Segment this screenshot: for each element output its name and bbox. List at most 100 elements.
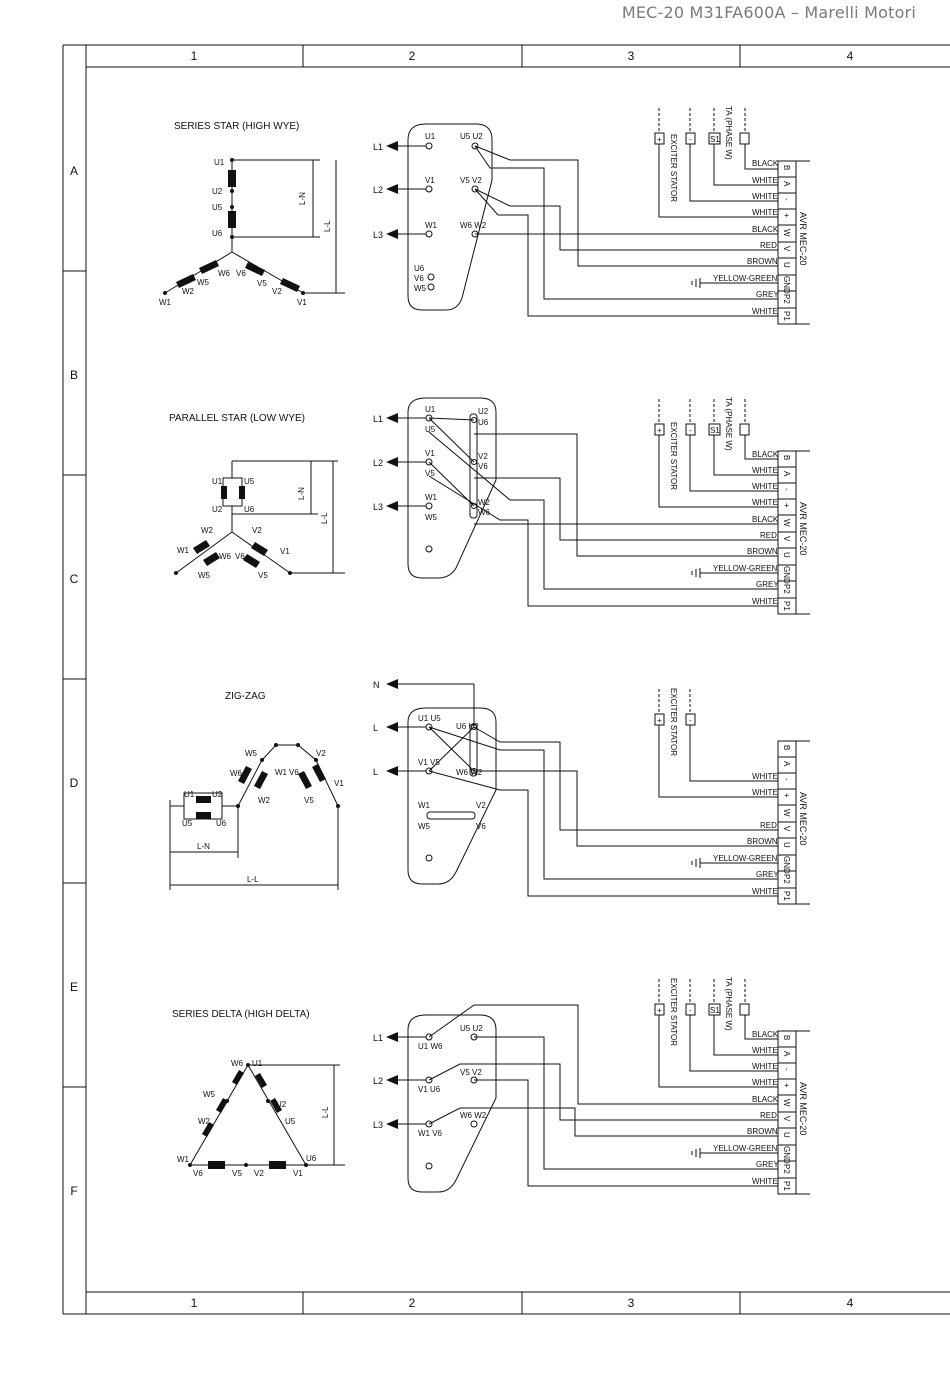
title-series-delta: SERIES DELTA (HIGH DELTA) [172,1009,310,1020]
zz-wire-yg: YELLOW-GREEN [713,854,778,863]
ss-box-l3: L3 [373,230,383,240]
sd-wire-yg: YELLOW-GREEN [713,1144,778,1153]
series-star-schematic [163,158,345,295]
ps-box-v2: V2 [478,452,488,461]
ps-wire-black1: BLACK [752,450,779,459]
row-label-c: C [70,572,79,586]
sd-wire-black1: BLACK [752,1030,779,1039]
zz-v2: V2 [316,749,326,758]
zz-box-w5: W5 [418,822,431,831]
sd-wire-grey: GREY [756,1160,779,1169]
ps-u2: U2 [212,505,223,514]
ps-v5: V5 [258,571,268,580]
sd-wire-red: RED [760,1111,777,1120]
terminal-box-series-delta [386,1014,497,1193]
zz-v6: V6 [289,768,299,777]
ps-s1: S1 [710,426,720,435]
ss-exciter-label: EXCITER STATOR [669,134,678,202]
ss-wire-black1: BLACK [752,159,779,168]
ps-wire-red: RED [760,531,777,540]
sd-wire-black2: BLACK [752,1095,779,1104]
sd-box-v1u6: V1 U6 [418,1085,441,1094]
sd-pin-p1: P1 [782,1181,791,1191]
ss-wire-grey: GREY [756,290,779,299]
sd-pin-gnd: GND [782,1146,791,1164]
sd-box-l2: L2 [373,1076,383,1086]
ss-wire-white2: WHITE [752,192,778,201]
col-label-3-bottom: 3 [628,1296,635,1310]
ps-wire-white2: WHITE [752,482,778,491]
sd-v5: V5 [232,1169,242,1178]
ps-v1: V1 [280,547,290,556]
ss-v5: V5 [257,279,267,288]
terminal-box-series-star [386,123,493,311]
sd-box-l1: L1 [373,1033,383,1043]
sd-wire-white1: WHITE [752,1046,778,1055]
zz-box-u6u2: U6 U2 [456,722,479,731]
ss-v6: V6 [236,269,246,278]
row-label-d: D [70,776,79,790]
sd-dim-ll: L-L [321,1106,330,1118]
zz-pin-gnd: GND [782,856,791,874]
row-label-a: A [70,164,78,178]
ss-box-u1: U1 [425,132,436,141]
terminal-box-zig-zag [386,679,497,885]
ps-w1: W1 [177,546,190,555]
sd-exciter-label: EXCITER STATOR [669,978,678,1046]
ss-wire-red: RED [760,241,777,250]
zz-pin-b: B [782,745,791,750]
ps-pin-u: U [782,552,791,558]
avr-wiring-zig-zag [428,689,810,905]
ps-box-u5: U5 [425,425,436,434]
ps-pin-minus: - [782,488,791,491]
ps-box-v1: V1 [425,449,435,458]
ps-pin-gnd: GND [782,566,791,584]
ps-exciter-label: EXCITER STATOR [669,422,678,490]
ss-box-v1: V1 [425,176,435,185]
zz-box-n: N [373,680,380,690]
row-label-b: B [70,368,78,382]
sd-v2: V2 [254,1169,264,1178]
zz-pin-plus: + [782,793,791,798]
ss-ta-label: TA (PHASE W) [724,106,733,160]
ss-u1: U1 [214,158,225,167]
ss-v1: V1 [297,298,307,307]
col-label-2-bottom: 2 [409,1296,416,1310]
sd-pin-a: A [782,1051,791,1057]
ss-box-w6w2: W6 W2 [460,221,487,230]
zz-exciter-label: EXCITER STATOR [669,688,678,756]
ps-ta-label: TA (PHASE W) [724,397,733,451]
ps-pin-p2: P2 [782,584,791,594]
zz-u2: U2 [212,790,223,799]
zz-dim-ll: L-L [247,875,259,884]
ps-wire-black2: BLACK [752,515,779,524]
ps-avr-pins: B A - + W V U GND P2 P1 [782,455,791,611]
ss-box-w5: W5 [414,284,427,293]
sd-w5: W5 [203,1090,216,1099]
ss-box-l2: L2 [373,185,383,195]
title-parallel-star: PARALLEL STAR (LOW WYE) [169,413,305,424]
zz-w5: W5 [245,749,258,758]
ss-pin-v: V [782,246,791,252]
sd-plus: + [657,1006,662,1015]
zz-v1: V1 [334,779,344,788]
ss-pin-minus: - [782,198,791,201]
sd-box-u5u2: U5 U2 [460,1024,483,1033]
ss-pin-p2: P2 [782,294,791,304]
ps-box-l1: L1 [373,414,383,424]
sd-wire-white4: WHITE [752,1177,778,1186]
ss-wire-white3: WHITE [752,208,778,217]
ss-box-u6: U6 [414,264,425,273]
parallel-star-schematic [174,460,345,575]
ss-u6: U6 [212,229,223,238]
zz-pin-minus: - [782,778,791,781]
sd-v6: V6 [193,1169,203,1178]
ss-u5: U5 [212,203,223,212]
avr-wiring-series-delta [428,979,810,1195]
sd-pin-plus: + [782,1083,791,1088]
sd-pin-minus: - [782,1068,791,1071]
zz-avr-pins: B A - + W V U GND P2 P1 [782,745,791,901]
zz-box-v6: V6 [476,822,486,831]
ss-s1: S1 [710,135,720,144]
